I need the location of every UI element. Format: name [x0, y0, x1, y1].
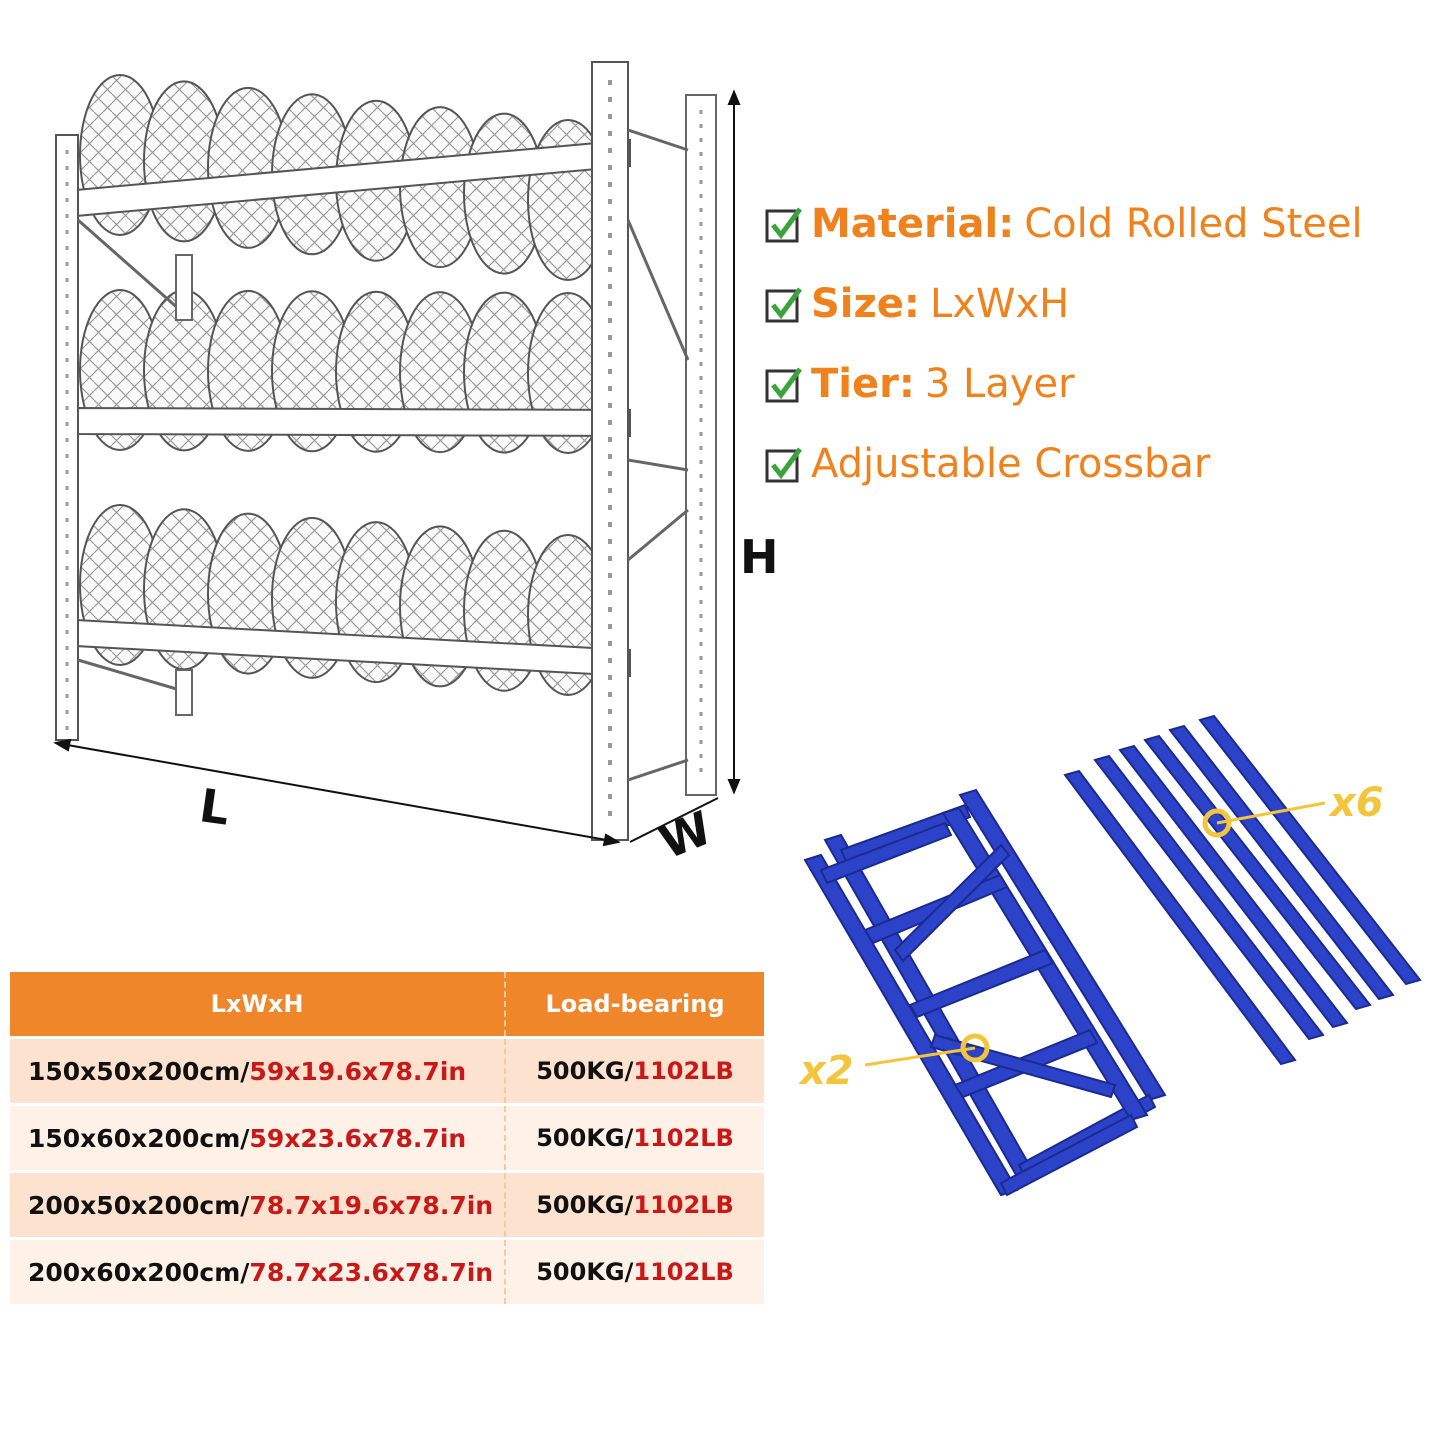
beams-quantity: x6: [1330, 780, 1384, 826]
load-imperial: 1102LB: [633, 1258, 734, 1286]
size-imperial: 59x23.6x78.7in: [249, 1123, 467, 1153]
checkbox-checked-icon: [765, 447, 803, 483]
rack-parts-illustration: [803, 714, 1422, 1197]
load-imperial: 1102LB: [633, 1124, 734, 1152]
rack-back-upright: [685, 94, 717, 796]
feature-tier: Tier: 3 Layer: [765, 356, 1075, 412]
size-cell: 200x60x200cm/78.7x23.6x78.7in: [10, 1237, 506, 1304]
feature-crossbar: Adjustable Crossbar: [765, 436, 1210, 492]
table-row: 200x50x200cm/78.7x19.6x78.7in 500KG/1102…: [10, 1170, 764, 1239]
feature-value: LxWxH: [929, 281, 1070, 327]
table-row: 150x60x200cm/59x23.6x78.7in 500KG/1102LB: [10, 1103, 764, 1172]
quantity-callouts: [864, 801, 1326, 1067]
feature-key: Material:: [811, 201, 1015, 247]
feature-size: Size: LxWxH: [765, 276, 1069, 332]
feature-value: Cold Rolled Steel: [1024, 201, 1363, 247]
load-imperial: 1102LB: [633, 1191, 734, 1219]
feature-material: Material: Cold Rolled Steel: [765, 196, 1363, 252]
size-metric: 200x60x200cm/: [28, 1257, 250, 1287]
feature-key: Size:: [811, 281, 920, 327]
size-metric: 150x50x200cm/: [28, 1056, 250, 1086]
rack-beams: [75, 138, 631, 678]
feature-value: 3 Layer: [924, 361, 1075, 407]
header-load: Load-bearing: [505, 972, 764, 1038]
load-metric: 500KG/: [536, 1057, 634, 1085]
checkbox-checked-icon: [765, 207, 803, 243]
feature-value: Adjustable Crossbar: [811, 441, 1211, 487]
size-cell: 150x60x200cm/59x23.6x78.7in: [10, 1103, 506, 1172]
dimension-lines: [53, 89, 741, 847]
load-cell: 500KG/1102LB: [505, 1036, 764, 1105]
rack-front-upright: [591, 61, 690, 841]
load-imperial: 1102LB: [633, 1057, 734, 1085]
size-imperial: 78.7x23.6x78.7in: [249, 1257, 494, 1287]
feature-key: Tier:: [811, 361, 915, 407]
crossbar-beams: [1063, 714, 1422, 1066]
height-label: H: [740, 530, 779, 584]
rack-left-upright: [55, 134, 193, 741]
size-imperial: 78.7x19.6x78.7in: [249, 1190, 494, 1220]
size-metric: 150x60x200cm/: [28, 1123, 250, 1153]
load-metric: 500KG/: [536, 1124, 634, 1152]
header-size: LxWxH: [10, 972, 506, 1038]
side-frames: [803, 788, 1167, 1197]
load-metric: 500KG/: [536, 1191, 634, 1219]
spec-table: LxWxH Load-bearing 150x50x200cm/59x19.6x…: [10, 972, 764, 1304]
load-metric: 500KG/: [536, 1258, 634, 1286]
load-cell: 500KG/1102LB: [505, 1170, 764, 1239]
table-row: 200x60x200cm/78.7x23.6x78.7in 500KG/1102…: [10, 1237, 764, 1304]
size-cell: 150x50x200cm/59x19.6x78.7in: [10, 1036, 506, 1105]
checkbox-checked-icon: [765, 367, 803, 403]
tire-rack-illustration: [53, 61, 741, 847]
size-metric: 200x50x200cm/: [28, 1190, 250, 1220]
frames-quantity: x2: [800, 1048, 854, 1094]
load-cell: 500KG/1102LB: [505, 1237, 764, 1304]
checkbox-checked-icon: [765, 287, 803, 323]
table-row: 150x50x200cm/59x19.6x78.7in 500KG/1102LB: [10, 1036, 764, 1105]
table-header-row: LxWxH Load-bearing: [10, 972, 764, 1038]
load-cell: 500KG/1102LB: [505, 1103, 764, 1172]
size-cell: 200x50x200cm/78.7x19.6x78.7in: [10, 1170, 506, 1239]
size-imperial: 59x19.6x78.7in: [249, 1056, 467, 1086]
